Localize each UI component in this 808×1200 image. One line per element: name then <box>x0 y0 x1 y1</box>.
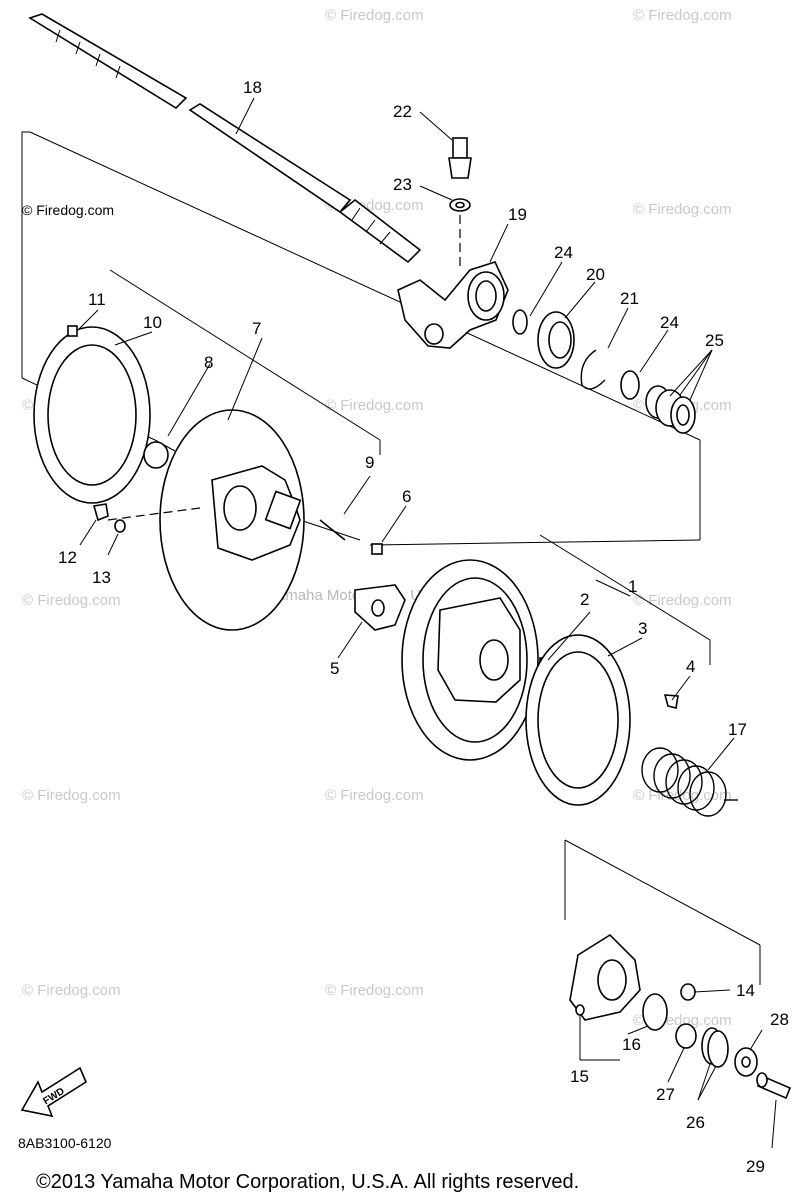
watermark-text: © Firedog.com <box>325 787 424 804</box>
watermark-text: © Firedog.com <box>325 7 424 24</box>
callout-5: 5 <box>330 659 339 678</box>
callout-24: 24 <box>660 313 679 332</box>
watermark-text: © Firedog.com <box>325 982 424 999</box>
watermark-text: © Firedog.com <box>633 592 732 609</box>
copyright-notice: ©2013 Yamaha Motor Corporation, U.S.A. A… <box>36 1171 579 1193</box>
callout-labels: 18 22 23 19 24 20 21 24 25 11 10 7 8 9 6… <box>58 78 789 1176</box>
callout-24: 24 <box>554 243 573 262</box>
callout-23: 23 <box>393 175 412 194</box>
callout-3: 3 <box>638 619 647 638</box>
callout-7: 7 <box>252 319 261 338</box>
callout-9: 9 <box>365 453 374 472</box>
callout-16: 16 <box>622 1035 641 1054</box>
assembly-outline <box>21 131 761 985</box>
hanger-bracket <box>397 137 509 349</box>
callout-17: 17 <box>728 720 747 739</box>
callout-19: 19 <box>508 205 527 224</box>
callout-29: 29 <box>746 1157 765 1176</box>
callout-28: 28 <box>770 1010 789 1029</box>
callout-8: 8 <box>204 353 213 372</box>
callout-11: 11 <box>88 290 106 309</box>
cam-assembly <box>569 933 792 1100</box>
callout-26: 26 <box>686 1113 705 1132</box>
callout-10: 10 <box>143 313 162 332</box>
callout-25: 25 <box>705 331 724 350</box>
callout-27: 27 <box>656 1085 675 1104</box>
callout-15: 15 <box>570 1067 589 1086</box>
forward-arrow-icon: FWD <box>20 1066 88 1118</box>
spring <box>641 747 738 817</box>
watermark-text: © Firedog.com <box>22 787 121 804</box>
watermark-layer: © Firedog.com © Firedog.com © Firedog.co… <box>22 7 732 1029</box>
callout-20: 20 <box>586 265 605 284</box>
sliding-sheave <box>354 543 679 806</box>
callout-22: 22 <box>393 102 412 121</box>
leader-lines <box>77 97 777 1149</box>
callout-4: 4 <box>686 657 695 676</box>
watermark-text: © Firedog.com <box>325 397 424 414</box>
callout-2: 2 <box>580 590 589 609</box>
watermark-text: © Firedog.com <box>633 7 732 24</box>
watermark-text: © Firedog.com <box>633 201 732 218</box>
fixed-sheave <box>33 325 346 631</box>
watermark-text-dark: © Firedog.com <box>22 202 114 218</box>
callout-18: 18 <box>243 78 262 97</box>
part-number: 8AB3100-6120 <box>18 1135 112 1151</box>
callout-21: 21 <box>620 289 639 308</box>
callout-13: 13 <box>92 568 111 587</box>
callout-14: 14 <box>736 981 755 1000</box>
drive-shaft <box>28 13 422 264</box>
callout-6: 6 <box>402 487 411 506</box>
watermark-text: © Firedog.com <box>22 982 121 999</box>
bearing-group <box>512 309 696 434</box>
callout-12: 12 <box>58 548 77 567</box>
watermark-text: © Firedog.com <box>22 592 121 609</box>
callout-1: 1 <box>628 577 637 596</box>
